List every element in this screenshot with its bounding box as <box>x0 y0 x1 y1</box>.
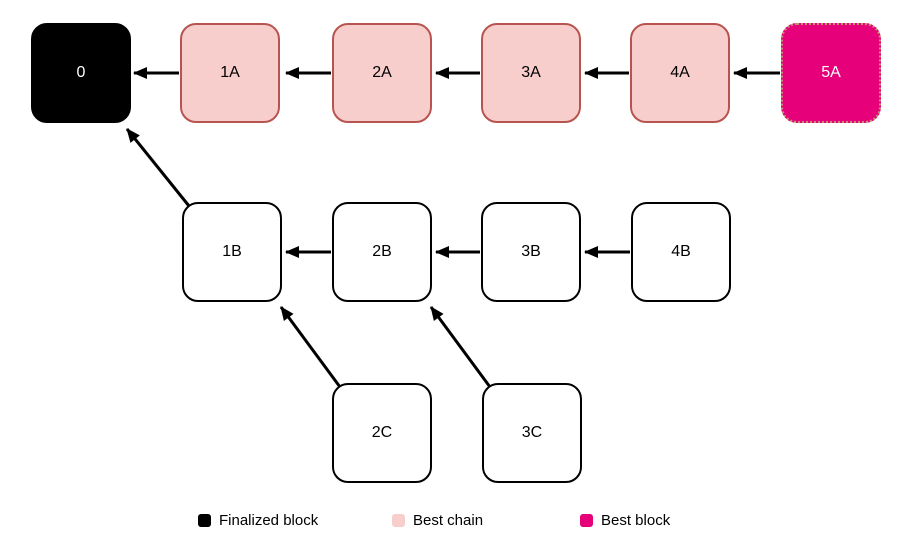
block-label: 1A <box>220 64 240 81</box>
edge-1B-0 <box>125 128 191 207</box>
block-label: 3C <box>521 424 543 441</box>
legend-item-best-chain: Best chain <box>392 512 483 529</box>
block-label: 3B <box>521 243 541 260</box>
best-chain-swatch-icon <box>392 514 405 527</box>
block-label: 2B <box>372 243 392 260</box>
block-3B: 3B <box>481 202 581 302</box>
block-label: 4B <box>671 243 691 260</box>
best-block-swatch-icon <box>580 514 593 527</box>
legend-label: Best chain <box>413 512 484 529</box>
finalized-block-swatch-icon <box>198 514 211 527</box>
legend-item-best-block: Best block <box>580 512 670 529</box>
block-label: 1B <box>222 243 242 260</box>
legend-label: Best block <box>601 512 671 529</box>
block-label: 2A <box>372 64 392 81</box>
block-2C: 2C <box>332 383 432 483</box>
edge-2C-1B <box>279 306 342 388</box>
block-label: 2C <box>371 424 393 441</box>
block-1B: 1B <box>182 202 282 302</box>
legend-item-finalized-block: Finalized block <box>198 512 318 529</box>
block-4B: 4B <box>631 202 731 302</box>
block-2A: 2A <box>332 23 432 123</box>
block-3A: 3A <box>481 23 581 123</box>
legend: Finalized block Best chain Best block <box>0 512 912 540</box>
block-label: 5A <box>821 64 841 81</box>
block-0: 0 <box>31 23 131 123</box>
block-2B: 2B <box>332 202 432 302</box>
block-1A: 1A <box>180 23 280 123</box>
legend-label: Finalized block <box>219 512 319 529</box>
block-4A: 4A <box>630 23 730 123</box>
block-label: 0 <box>76 64 86 81</box>
edge-3C-2B <box>429 306 492 388</box>
block-5A: 5A <box>781 23 881 123</box>
block-3C: 3C <box>482 383 582 483</box>
block-label: 3A <box>521 64 541 81</box>
block-label: 4A <box>670 64 690 81</box>
